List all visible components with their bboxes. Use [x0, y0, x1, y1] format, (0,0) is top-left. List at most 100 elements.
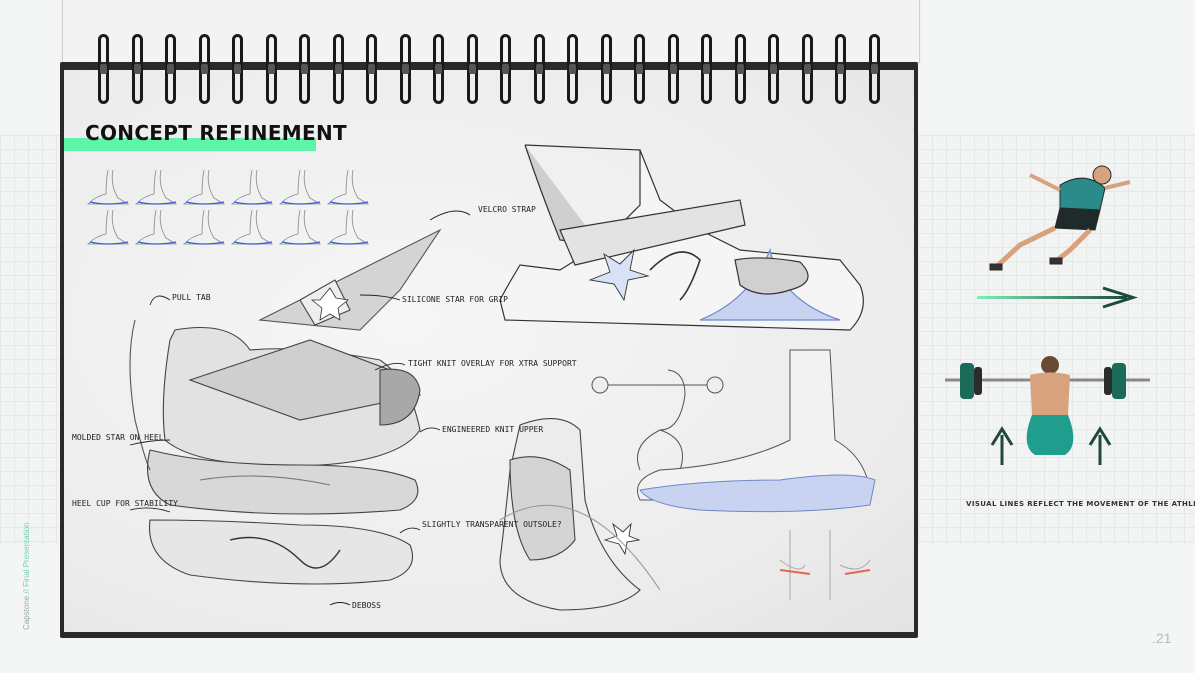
spiral-ring: [567, 34, 578, 104]
foot-thumbnail: [135, 169, 178, 205]
foot-thumbnail: [327, 209, 370, 245]
foot-thumbnail: [183, 169, 226, 205]
spiral-ring: [667, 34, 679, 104]
foot-thumbnail-sole: [185, 241, 225, 245]
annotation-knit: TIGHT KNIT OVERLAY FOR XTRA SUPPORT: [408, 359, 577, 368]
foot-thumbnail: [231, 209, 274, 245]
annotation-engineered: ENGINEERED KNIT UPPER: [442, 425, 543, 434]
foot-thumbnail-grid: [87, 169, 370, 245]
foot-thumbnail: [231, 169, 274, 205]
heel-view-sketch: [499, 418, 661, 611]
spiral-ring: [835, 34, 846, 104]
foot-thumbnail-sole: [329, 241, 369, 245]
punch-hole: [167, 64, 174, 74]
punch-hole: [133, 64, 141, 74]
punch-hole: [267, 64, 275, 74]
punch-hole: [736, 64, 744, 74]
annotation-velcro: VELCRO STRAP: [478, 205, 536, 214]
spiral-ring: [500, 34, 511, 104]
sprinter-image: [989, 165, 1131, 271]
spiral-ring: [131, 34, 143, 104]
foot-thumbnail: [135, 209, 178, 245]
punch-hole: [703, 64, 710, 74]
foot-thumbnail-sole: [233, 201, 273, 205]
punch-hole: [870, 64, 878, 74]
spiral-ring: [399, 34, 411, 104]
spiral-ring: [232, 34, 243, 104]
foot-thumbnail: [87, 209, 130, 245]
foot-thumbnail: [279, 209, 322, 245]
annotation-pull-tab: PULL TAB: [172, 293, 211, 302]
annotation-molded: MOLDED STAR ON HEEL: [72, 433, 164, 442]
foot-thumbnail: [279, 169, 322, 205]
foot-thumbnail-sole: [137, 241, 177, 245]
punch-hole: [535, 64, 543, 74]
page-title: CONCEPT REFINEMENT: [85, 121, 347, 145]
foot-thumbnail: [183, 209, 226, 245]
squat-foot-anatomy-sketch: [591, 349, 876, 600]
punch-hole: [803, 64, 811, 74]
spiral-ring: [366, 34, 377, 104]
spiral-ring: [801, 34, 813, 104]
foot-thumbnail-sole: [329, 201, 369, 205]
spiral-ring: [533, 34, 545, 104]
annotation-leaders: [129, 210, 471, 606]
punch-hole: [569, 64, 576, 74]
punch-hole: [636, 64, 643, 74]
title-highlight: [64, 138, 316, 151]
punch-hole: [669, 64, 677, 74]
right-panel-caption: VISUAL LINES REFLECT THE MOVEMENT OF THE…: [966, 500, 1195, 508]
weightlifter-image: [945, 356, 1150, 465]
punch-hole: [200, 64, 208, 74]
foot-thumbnail-sole: [185, 201, 225, 205]
punch-hole: [770, 64, 777, 74]
spiral-ring: [768, 34, 779, 104]
spiral-ring: [701, 34, 712, 104]
background-grid-right: [918, 135, 1195, 545]
punch-hole: [401, 64, 409, 74]
foot-thumbnail-sole: [89, 201, 129, 205]
background-grid-left: [0, 135, 62, 545]
foot-thumbnail-sole: [281, 241, 321, 245]
annotation-deboss: DEBOSS: [352, 601, 381, 610]
punch-hole: [502, 64, 509, 74]
punch-hole: [234, 64, 241, 74]
punch-hole: [100, 64, 107, 74]
side-label-section: Final Presentation: [22, 522, 31, 587]
foot-thumbnail: [327, 169, 370, 205]
punch-hole: [334, 64, 342, 74]
spiral-ring: [98, 34, 109, 104]
foot-thumbnail-sole: [89, 241, 129, 245]
spiral-ring: [433, 34, 444, 104]
spiral-ring: [165, 34, 176, 104]
motion-arrow-horizontal: [977, 286, 1138, 309]
foot-thumbnail-sole: [281, 201, 321, 205]
spiral-ring: [734, 34, 746, 104]
spiral-ring: [868, 34, 880, 104]
spiral-ring: [600, 34, 612, 104]
spiral-ring: [299, 34, 310, 104]
spiral-ring: [634, 34, 645, 104]
page-number: .21: [1152, 630, 1172, 646]
punch-hole: [435, 64, 442, 74]
punch-hole: [368, 64, 375, 74]
side-label-separator: //: [22, 586, 31, 596]
punch-hole: [602, 64, 610, 74]
exploded-shoe-sketch: [129, 228, 442, 585]
annotation-outsole: SLIGHTLY TRANSPARENT OUTSOLE?: [422, 520, 562, 529]
spiral-ring: [265, 34, 277, 104]
spiral-ring: [466, 34, 478, 104]
annotation-silicone: SILICONE STAR FOR GRIP: [402, 295, 508, 304]
side-shoe-sketch: [499, 144, 864, 331]
foot-thumbnail-sole: [137, 201, 177, 205]
spiral-ring: [198, 34, 210, 104]
foot-thumbnail-sole: [233, 241, 273, 245]
foot-thumbnail: [87, 169, 130, 205]
punch-hole: [301, 64, 308, 74]
punch-hole: [837, 64, 844, 74]
side-label: Capstone // Final Presentation: [22, 522, 31, 630]
side-label-project: Capstone: [22, 595, 31, 630]
spiral-ring: [332, 34, 344, 104]
punch-hole: [468, 64, 476, 74]
